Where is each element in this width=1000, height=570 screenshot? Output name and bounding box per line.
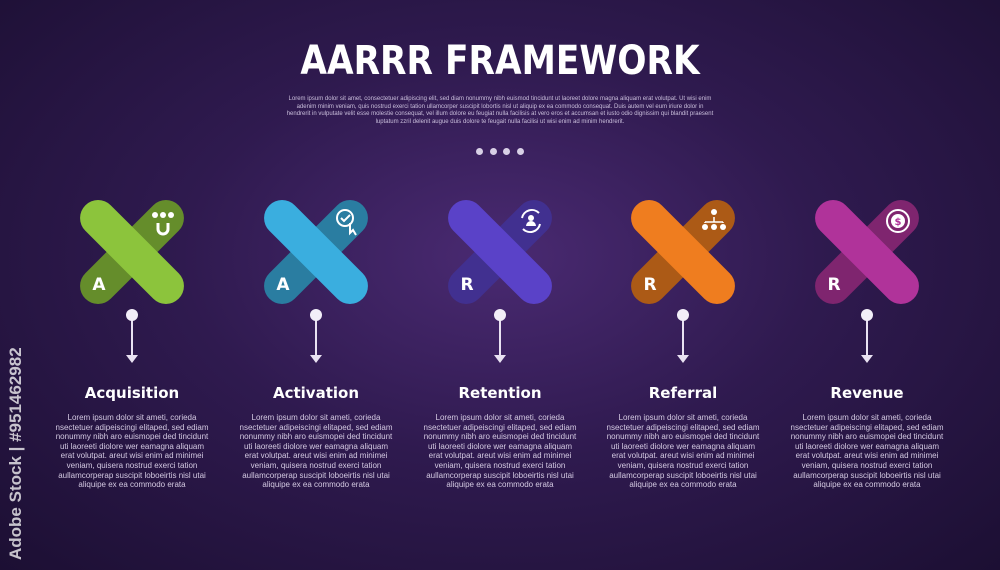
connector-line [682,317,684,359]
dot [516,148,524,155]
page-title: AARRR FRAMEWORK [300,38,700,84]
user-refresh-icon [521,208,541,234]
arrow-down-icon [494,355,506,363]
arrow-down-icon [126,355,138,363]
network-users-icon [702,209,726,230]
users-magnet-icon [152,212,174,236]
connector-line [866,317,868,359]
watermark: Adobe Stock | #951462982 [6,330,26,560]
connector-node [126,309,138,321]
step-letter: R [827,275,840,295]
arrow-down-icon [861,355,873,363]
step-label: Activation [272,384,359,402]
step-description: Lorem ipsum dolor sit ameti, corieda nse… [790,413,944,490]
connector-node [310,309,322,321]
x-mark-shape: R [623,192,743,312]
step-description: Lorem ipsum dolor sit ameti, corieda nse… [423,413,577,490]
step-letter: A [92,275,106,295]
connector-line [499,317,501,359]
x-mark-shape: A [256,192,376,312]
dollar-coin-icon: $ [886,209,910,233]
step-letter: R [460,275,473,295]
x-mark-shape: $ R [807,192,927,312]
step-label: Acquisition [84,384,180,402]
step-label: Retention [458,384,542,402]
page-subtitle: Lorem ipsum dolor sit amet, consectetuer… [286,96,714,125]
dot [476,148,483,155]
x-mark-shape: A [72,192,192,312]
connector-node [494,309,506,321]
step-label: Referral [648,384,718,402]
connector-line [131,317,133,359]
connector-node [677,309,689,321]
dot [489,148,497,155]
arrow-down-icon [677,355,689,363]
watermark-text: Adobe Stock | #951462982 [6,347,25,560]
step-description: Lorem ipsum dolor sit ameti, corieda nse… [239,413,393,490]
step-description: Lorem ipsum dolor sit ameti, corieda nse… [606,413,760,490]
step-description: Lorem ipsum dolor sit ameti, corieda nse… [55,413,209,490]
step-letter: R [643,275,656,295]
arrow-down-icon [310,355,322,363]
connector-node [861,309,873,321]
step-label: Revenue [830,384,904,402]
connector-line [315,317,317,359]
svg-text:$: $ [895,217,902,228]
x-mark-shape: R [440,192,560,312]
dot [503,148,511,155]
pagination-dots [476,148,524,155]
step-letter: A [276,275,290,295]
click-check-icon [336,209,357,236]
